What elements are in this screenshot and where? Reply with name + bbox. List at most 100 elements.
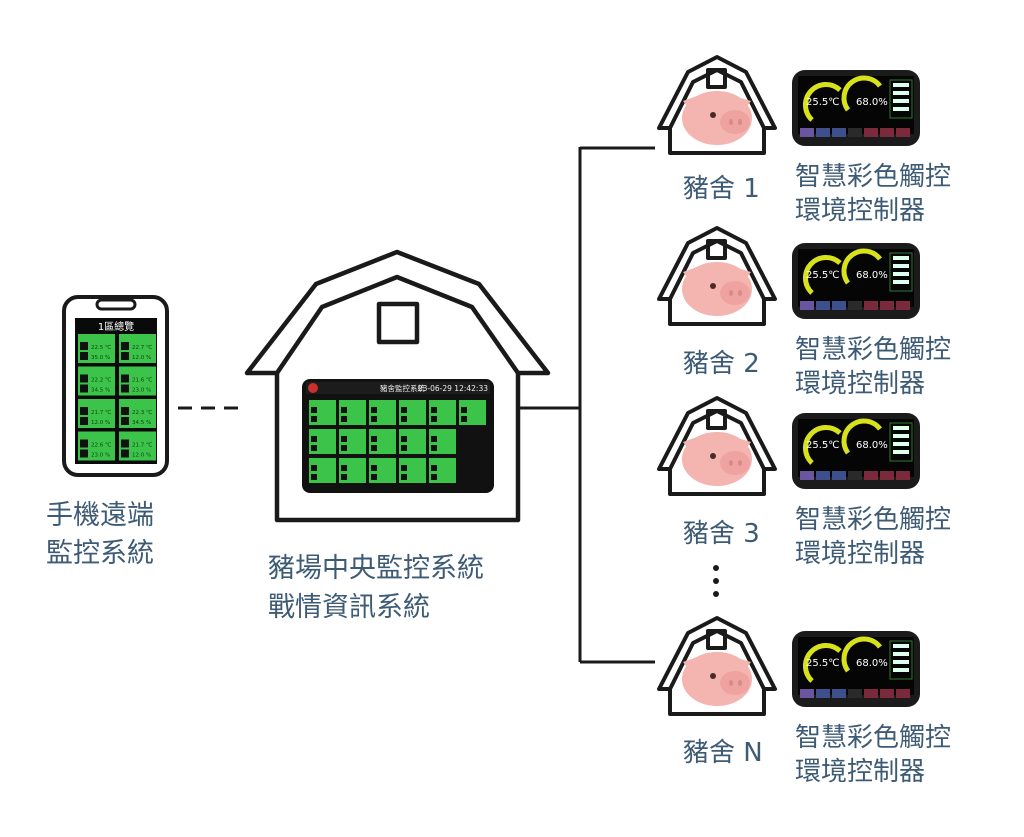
controller-button[interactable]	[800, 301, 814, 310]
controller-hum: 68.0%	[856, 270, 888, 281]
controller-button[interactable]	[864, 128, 878, 137]
controller-button[interactable]	[832, 689, 846, 698]
house-icon	[121, 439, 129, 448]
controller-button[interactable]	[864, 689, 878, 698]
controller-button[interactable]	[848, 301, 862, 310]
pig-nostril	[729, 680, 733, 686]
controller-button[interactable]	[800, 471, 814, 480]
controller-button[interactable]	[880, 128, 894, 137]
barn-icon	[657, 616, 777, 716]
controller-button[interactable]	[896, 689, 910, 698]
barn-walls	[668, 128, 766, 155]
controller-button[interactable]	[880, 471, 894, 480]
phone-tile-hum: 12.0 %	[91, 420, 110, 426]
fan-icon	[121, 449, 129, 458]
controller-label-line2: 環境控制器	[795, 757, 925, 787]
house-icon	[311, 407, 317, 413]
fan-icon	[431, 416, 437, 422]
controller-button[interactable]	[848, 471, 862, 480]
barn-walls	[668, 689, 766, 716]
fan-icon	[121, 417, 129, 425]
pig-house-label: 豬舍 2	[683, 349, 760, 379]
controller-button[interactable]	[816, 689, 830, 698]
fan-icon	[80, 352, 88, 360]
house-icon	[121, 374, 129, 383]
controller-button[interactable]	[800, 689, 814, 698]
pig-house-label: 豬舍 3	[683, 519, 760, 549]
phone-tile-temp: 22.5 ℃	[91, 344, 111, 351]
phone-tile-temp: 21.7 ℃	[132, 442, 152, 449]
house-icon	[341, 436, 347, 442]
ellipsis-dot	[713, 565, 719, 571]
controller-button[interactable]	[880, 689, 894, 698]
phone-tile-temp: 22.3 ℃	[132, 409, 152, 416]
controller-button[interactable]	[832, 301, 846, 310]
barn-window	[706, 409, 727, 430]
controller-button[interactable]	[848, 128, 862, 137]
controller-button[interactable]	[800, 128, 814, 137]
pig-eye	[710, 112, 716, 118]
controller-label-line1: 智慧彩色觸控	[795, 335, 951, 365]
controller-hum: 68.0%	[856, 658, 888, 669]
central-tile	[309, 400, 336, 425]
side-panel-value	[893, 660, 909, 664]
phone-screen-title: 1區總覽	[98, 320, 134, 333]
side-panel-value	[893, 644, 909, 648]
controller-button[interactable]	[816, 128, 830, 137]
temp-gauge	[803, 425, 842, 465]
pig-nostril	[729, 119, 733, 125]
fan-icon	[371, 445, 377, 451]
hum-gauge	[841, 248, 882, 285]
fan-icon	[80, 417, 88, 425]
connectors	[178, 146, 655, 664]
house-icon	[80, 342, 88, 350]
controller-button[interactable]	[832, 471, 846, 480]
central-barn	[244, 249, 551, 523]
side-panel-value	[893, 256, 909, 260]
mobile-label-line1: 手機遠端	[46, 500, 154, 531]
phone-tile-temp: 21.6 ℃	[132, 377, 152, 384]
controller-button[interactable]	[880, 301, 894, 310]
barn-window	[706, 629, 727, 650]
barn-walls	[668, 299, 766, 326]
pig-house-label: 豬舍 N	[683, 738, 763, 768]
house-icon	[401, 436, 407, 442]
phone-tile-hum: 23.0 %	[132, 388, 151, 394]
controller-button[interactable]	[816, 471, 830, 480]
controller-button[interactable]	[864, 301, 878, 310]
controller-hum: 68.0%	[856, 440, 888, 451]
controller-button[interactable]	[816, 301, 830, 310]
controller-button[interactable]	[864, 471, 878, 480]
fan-icon	[80, 384, 88, 393]
house-icon	[371, 436, 377, 442]
fan-icon	[311, 474, 317, 480]
side-panel-value	[893, 91, 909, 95]
hum-gauge	[841, 75, 882, 112]
controller-button[interactable]	[896, 128, 910, 137]
phone-tile-hum: 34.5 %	[91, 388, 110, 394]
controller-temp: 25.5℃	[806, 270, 840, 281]
mobile-phone: 1區總覽 22.5 ℃35.0 %22.7 ℃12.0 %22.2 ℃34.5 …	[62, 295, 169, 477]
side-panel-value	[893, 280, 909, 284]
controller-label-line1: 智慧彩色觸控	[795, 723, 951, 753]
controller-button[interactable]	[848, 689, 862, 698]
phone-tile: 22.7 ℃12.0 %	[119, 334, 156, 363]
controller-label-line2: 環境控制器	[795, 196, 925, 226]
central-tile	[429, 429, 456, 454]
house-icon	[80, 374, 88, 383]
barn-window	[706, 239, 727, 260]
controller-button[interactable]	[896, 471, 910, 480]
house-icon	[431, 407, 437, 413]
phone-tile-hum: 23.0 %	[91, 453, 110, 459]
central-tile	[339, 400, 366, 425]
controller-hum: 68.0%	[856, 97, 888, 108]
central-monitor-header	[306, 382, 490, 394]
central-tile	[309, 458, 336, 483]
central-barn-window	[376, 301, 420, 345]
controller-button[interactable]	[896, 301, 910, 310]
central-tile	[459, 400, 486, 425]
controller-button[interactable]	[832, 128, 846, 137]
